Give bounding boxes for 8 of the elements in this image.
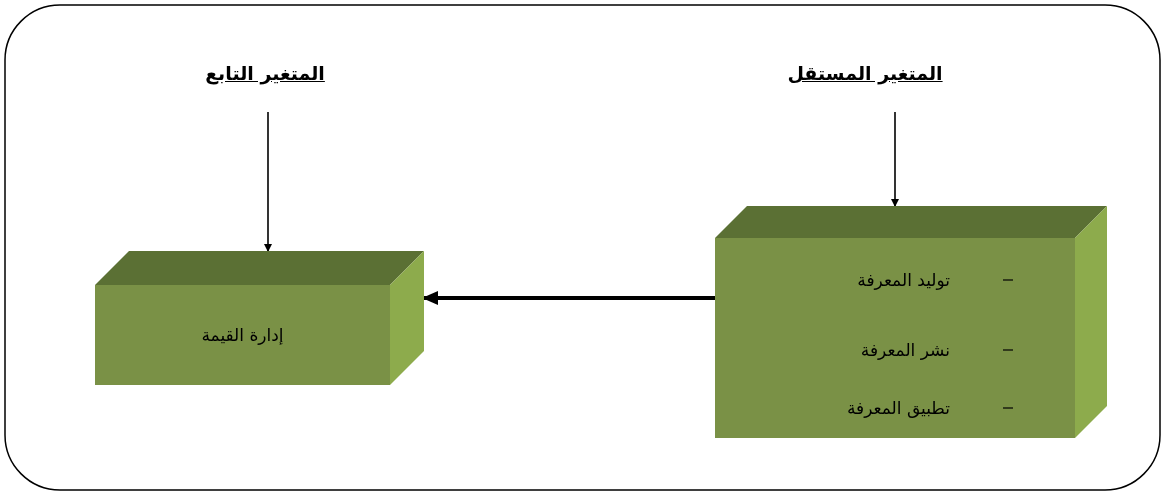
box-text: إدارة القيمة xyxy=(201,325,284,345)
list-item: توليد المعرفة xyxy=(857,270,950,290)
arrow xyxy=(891,111,899,207)
list-item: نشر المعرفة xyxy=(860,340,950,360)
heading: المتغير التابع xyxy=(205,62,325,84)
list-item: تطبيق المعرفة xyxy=(846,398,950,418)
arrow xyxy=(264,111,272,252)
heading: المتغير المستقل xyxy=(787,62,943,84)
